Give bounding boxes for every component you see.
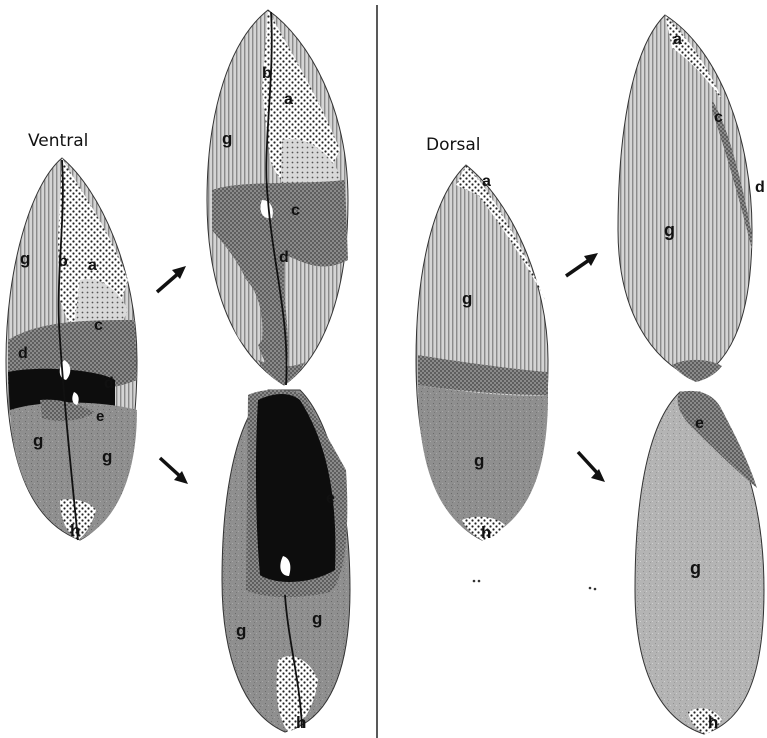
dorsal-lower-label-h: h xyxy=(708,713,718,732)
ventral-upper-label-b: b xyxy=(262,65,272,82)
dorsal-upper-label-a: a xyxy=(673,31,682,48)
ventral-whole-label-g-top: g xyxy=(20,249,30,268)
dorsal-upper-half xyxy=(618,15,752,382)
dorsal-whole-label-a: a xyxy=(482,173,491,190)
ventral-upper-half xyxy=(207,10,348,385)
ventral-whole-label-d-left: d xyxy=(18,345,28,362)
dorsal-lower-label-g: g xyxy=(690,558,701,578)
ventral-arrow-up xyxy=(157,266,186,292)
ventral-title: Ventral xyxy=(28,131,88,151)
dorsal-whole-embryo xyxy=(416,165,548,540)
ventral-upper-label-g: g xyxy=(222,129,232,148)
dorsal-upper-label-g: g xyxy=(664,220,675,240)
ventral-arrow-down xyxy=(160,458,188,484)
ventral-whole-label-g-left: g xyxy=(33,431,43,450)
ventral-lower-label-g-right: g xyxy=(312,609,322,628)
dorsal-whole-label-g-bottom: g xyxy=(474,451,484,470)
dorsal-lower-label-e: e xyxy=(695,415,704,432)
ventral-whole-label-h: h xyxy=(70,521,80,540)
ventral-whole-label-g-right: g xyxy=(102,447,112,466)
dorsal-arrow-down xyxy=(578,452,605,482)
ventral-lower-label-h: h xyxy=(296,713,306,732)
ventral-upper-label-a: a xyxy=(284,91,293,108)
ventral-whole-label-c: c xyxy=(94,317,103,334)
ventral-whole-label-d-right: d xyxy=(104,375,114,392)
dorsal-title: Dorsal xyxy=(426,135,480,155)
ventral-whole-label-b: b xyxy=(58,253,68,270)
dorsal-arrow-up xyxy=(566,253,598,276)
ventral-whole-label-a: a xyxy=(88,257,97,274)
dorsal-upper-label-d: d xyxy=(755,179,765,196)
ventral-upper-label-d: d xyxy=(279,249,289,266)
dorsal-stray-marks xyxy=(473,580,597,591)
dorsal-upper-label-c: c xyxy=(714,109,723,126)
ventral-upper-label-c: c xyxy=(291,202,300,219)
ventral-lower-half xyxy=(222,390,350,732)
ventral-lower-label-g-left: g xyxy=(236,621,246,640)
ventral-lower-label-e: e xyxy=(326,490,335,507)
ventral-whole-label-e: e xyxy=(96,408,104,425)
dorsal-whole-label-g-top: g xyxy=(462,289,472,308)
dorsal-whole-label-h: h xyxy=(481,523,491,542)
